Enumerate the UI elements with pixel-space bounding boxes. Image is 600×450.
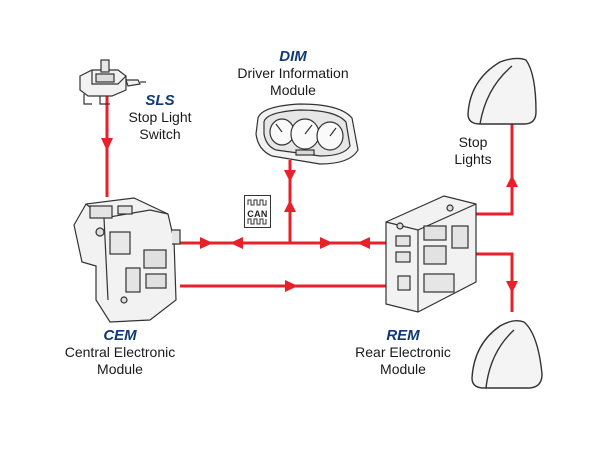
arrow-can-right-2 — [320, 237, 333, 249]
rem-abbreviation: REM — [386, 327, 420, 344]
cem-abbreviation: CEM — [103, 327, 137, 344]
rem-label: REM Rear Electronic Module — [338, 327, 468, 378]
can-bus-icon: CAN — [244, 195, 271, 228]
dim-component — [255, 103, 359, 165]
stop-lights-line1: Stop — [458, 134, 488, 150]
cem-label: CEM Central Electronic Module — [40, 327, 200, 378]
arrowheads — [101, 138, 518, 293]
arrow-wire-right — [285, 280, 298, 292]
sls-name-line2: Switch — [139, 126, 181, 142]
arrow-can-right-1 — [200, 237, 213, 249]
rem-to-upper-stop-light-wire — [476, 122, 514, 216]
arrow-down-into-dim — [284, 170, 296, 182]
arrow-up-from-can — [284, 200, 296, 212]
stop-light-lower — [471, 319, 543, 389]
rem-component — [385, 195, 477, 313]
sls-label: SLS Stop Light Switch — [115, 92, 205, 143]
stop-lights-line2: Lights — [454, 151, 492, 167]
arrow-can-left-2 — [357, 237, 370, 249]
cem-name-line1: Central Electronic — [64, 344, 176, 360]
dim-abbreviation: DIM — [279, 48, 307, 65]
sls-abbreviation: SLS — [145, 92, 175, 109]
signal-lines — [105, 95, 514, 312]
cem-name-line2: Module — [97, 361, 143, 377]
stop-light-upper — [467, 57, 537, 125]
rem-to-lower-stop-light-wire — [476, 252, 514, 312]
dim-name-line1: Driver Information — [237, 65, 349, 81]
can-label: CAN — [247, 209, 268, 219]
rem-name-line1: Rear Electronic — [355, 344, 451, 360]
stop-lights-label: Stop Lights — [438, 134, 508, 168]
arrow-up-to-stop-light — [506, 175, 518, 187]
cem-component — [73, 197, 181, 323]
sls-name-line1: Stop Light — [128, 109, 192, 125]
dim-label: DIM Driver Information Module — [218, 48, 368, 99]
sls-component — [79, 59, 146, 105]
dim-name-line2: Module — [270, 82, 316, 98]
arrow-down-to-stop-light — [506, 281, 518, 293]
rem-name-line2: Module — [380, 361, 426, 377]
arrow-down-to-cem — [101, 138, 113, 151]
arrow-can-left-1 — [230, 237, 243, 249]
